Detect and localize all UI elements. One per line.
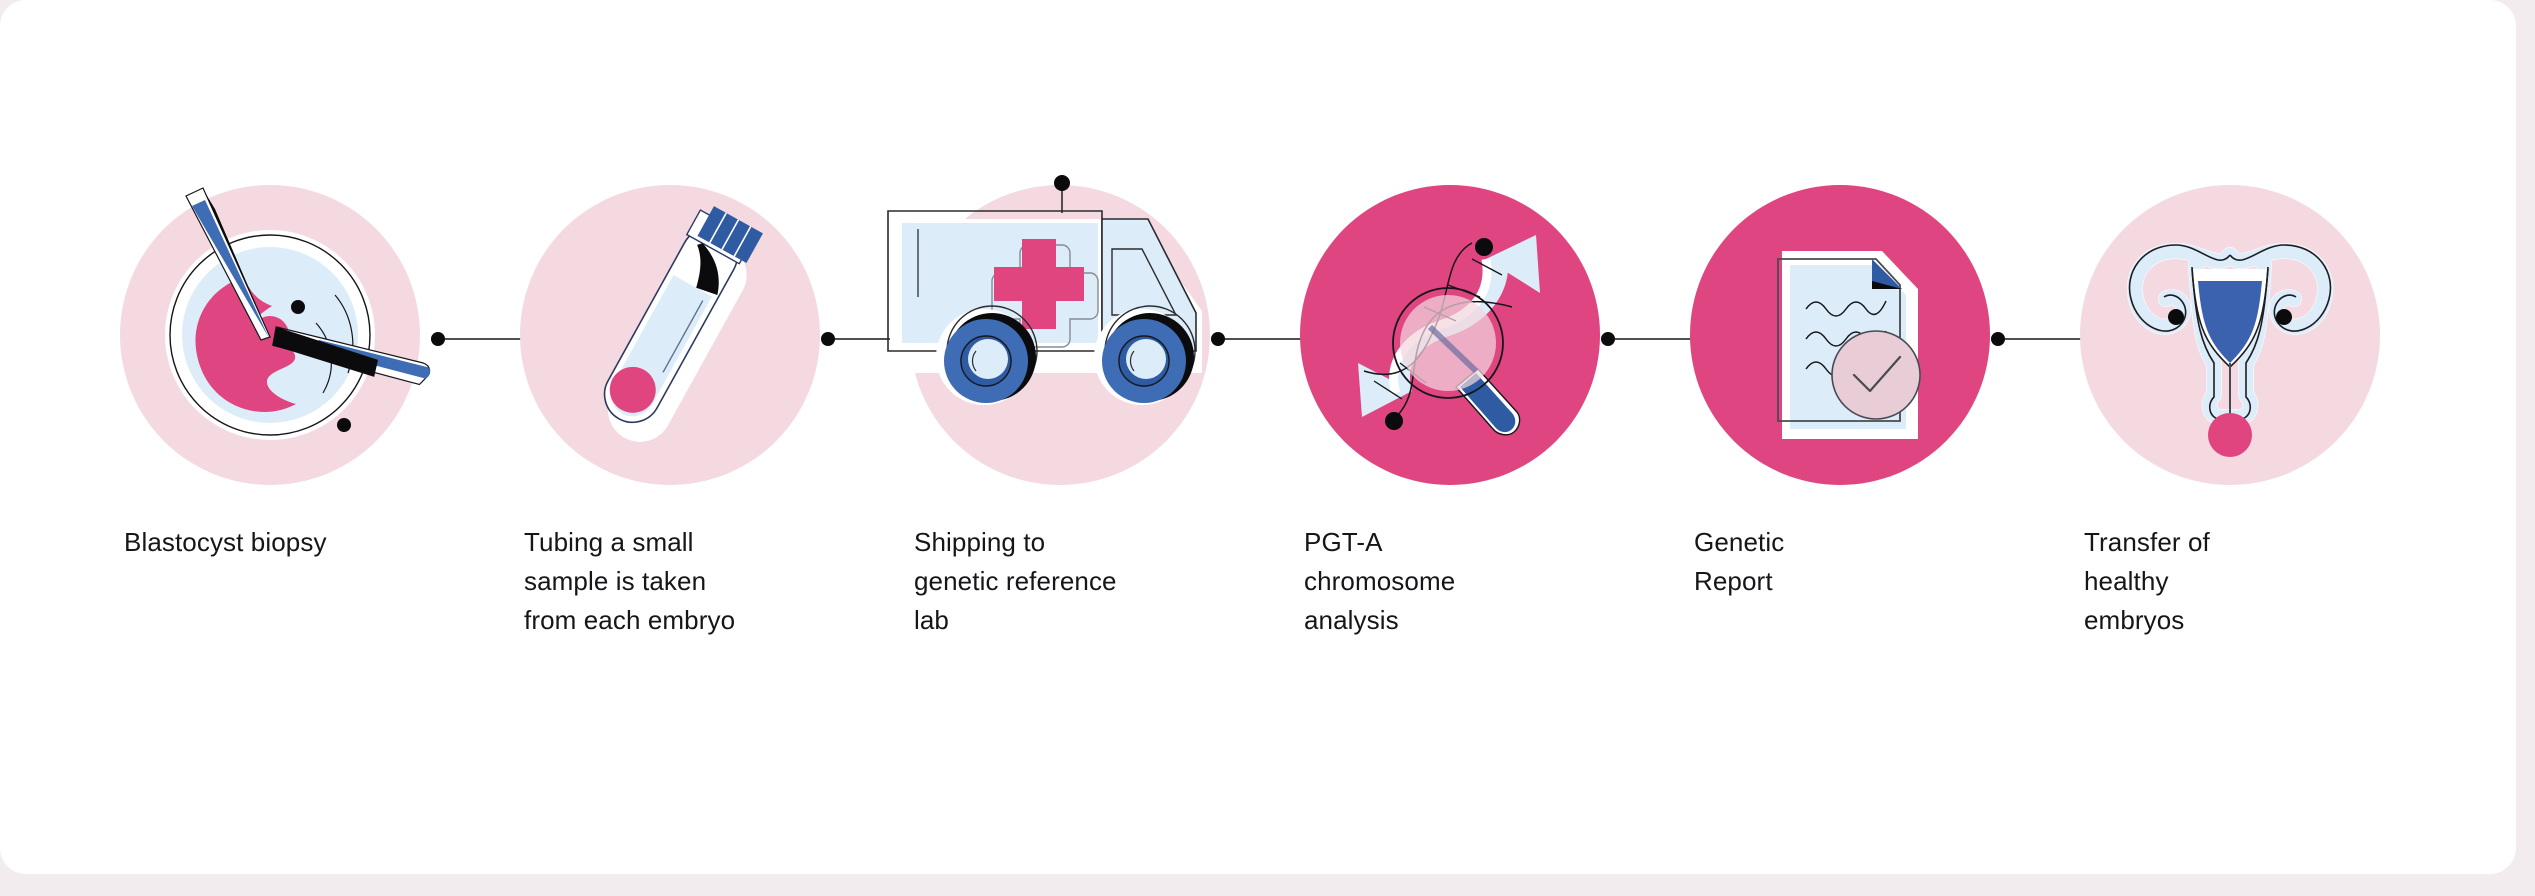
diagram-card: Blastocyst biopsy: [0, 0, 2516, 874]
process-step-5[interactable]: Genetic Report: [1690, 185, 2010, 705]
test-tube-icon: [520, 185, 820, 485]
process-step-1[interactable]: Blastocyst biopsy: [120, 185, 440, 705]
step-2-label-line-3: from each embryo: [524, 605, 736, 635]
step-3-label-line-3: lab: [914, 605, 949, 635]
step-5-label-line-2: Report: [1694, 566, 1773, 596]
step-6-label-line-1: Transfer of: [2084, 527, 2210, 557]
step-3-label-line-1: Shipping to: [914, 527, 1046, 557]
step-1-circle-wrap: [120, 185, 431, 485]
uterus-embryo-transfer-icon: [2080, 185, 2380, 485]
step-2-label-line-2: sample is taken: [524, 566, 707, 596]
step-1-label: Blastocyst biopsy: [124, 523, 424, 562]
process-step-2[interactable]: Tubing a small sample is taken from each…: [520, 185, 840, 705]
step-5-label: Genetic Report: [1694, 523, 1994, 601]
step-2-label-line-1: Tubing a small: [524, 527, 694, 557]
delivery-truck-icon: [887, 175, 1210, 485]
dna-magnifier-icon: [1300, 185, 1600, 485]
step-6-label-line-2: healthy: [2084, 566, 2169, 596]
process-step-6[interactable]: Transfer of healthy embryos: [2080, 185, 2400, 705]
step-2-circle-wrap: [520, 185, 820, 485]
step-3-circle-wrap: [887, 175, 1210, 485]
step-5-circle-wrap: [1690, 185, 1990, 485]
step-1-label-line-1: Blastocyst biopsy: [124, 527, 327, 557]
step-3-label-line-2: genetic reference: [914, 566, 1117, 596]
step-4-circle-wrap: [1300, 185, 1600, 485]
step-4-label: PGT-A chromosome analysis: [1304, 523, 1604, 640]
blastocyst-biopsy-icon: [120, 185, 431, 485]
step-6-label: Transfer of healthy embryos: [2084, 523, 2384, 640]
step-5-label-line-1: Genetic: [1694, 527, 1785, 557]
process-step-4[interactable]: PGT-A chromosome analysis: [1300, 185, 1620, 705]
step-4-label-line-3: analysis: [1304, 605, 1399, 635]
step-6-circle-wrap: [2080, 185, 2380, 485]
step-2-label: Tubing a small sample is taken from each…: [524, 523, 824, 640]
step-6-label-line-3: embryos: [2084, 605, 2185, 635]
step-4-label-line-2: chromosome: [1304, 566, 1456, 596]
genetic-report-document-icon: [1690, 185, 1990, 485]
step-4-label-line-1: PGT-A: [1304, 527, 1383, 557]
step-3-label: Shipping to genetic reference lab: [914, 523, 1214, 640]
process-step-3[interactable]: Shipping to genetic reference lab: [887, 175, 1230, 705]
process-flow: Blastocyst biopsy: [120, 175, 2400, 705]
